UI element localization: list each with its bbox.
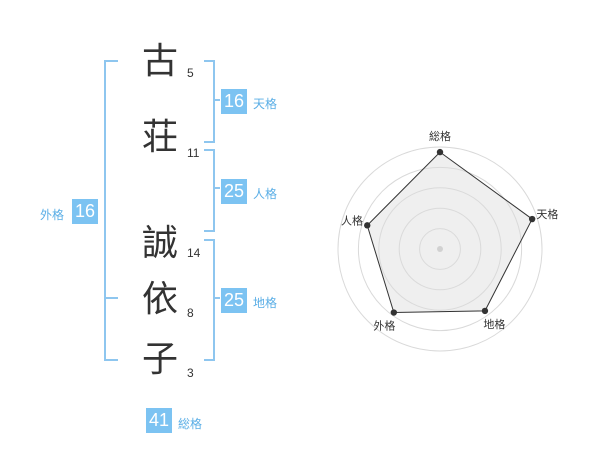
radar-axis-label: 総格	[429, 129, 451, 143]
chikaku-label: 地格	[253, 296, 278, 310]
soukaku-label: 総格	[178, 417, 203, 431]
radar-point	[481, 307, 489, 315]
radar-ring	[398, 207, 482, 291]
radar-ring	[357, 166, 523, 332]
radar-ring	[378, 187, 502, 311]
name-char-4: 依	[141, 279, 178, 320]
tenkaku-bracket	[204, 60, 215, 143]
name-char-5: 子	[141, 339, 178, 380]
tenkaku-connector	[213, 99, 220, 101]
radar-axis-label: 外格	[373, 318, 395, 332]
radar-point	[436, 148, 444, 156]
tenkaku-label: 天格	[253, 97, 278, 111]
jinkaku-value: 25	[221, 179, 247, 204]
stroke-count-3: 14	[187, 246, 201, 260]
radar-ring	[337, 146, 543, 352]
jinkaku-bracket	[204, 149, 215, 232]
stroke-count-2: 11	[187, 146, 200, 160]
chikaku-connector	[213, 297, 220, 299]
radar-axis-label: 地格	[483, 317, 505, 331]
name-char-1: 古	[141, 41, 178, 82]
stroke-count-4: 8	[187, 306, 194, 320]
radar-point	[364, 222, 371, 229]
jinkaku-connector	[213, 187, 220, 189]
gaikaku-bracket	[104, 60, 118, 361]
jinkaku-label: 人格	[253, 187, 278, 201]
radar-axis-label: 天格	[536, 207, 558, 221]
soukaku-value: 41	[146, 408, 172, 433]
chikaku-bracket	[204, 239, 215, 361]
radar-axis-label: 人格	[341, 213, 363, 227]
gaikaku-label: 外格	[40, 208, 65, 222]
chikaku-value: 25	[221, 288, 247, 313]
radar-center	[437, 246, 443, 252]
name-char-2: 荘	[141, 117, 178, 158]
stroke-count-5: 3	[187, 366, 194, 380]
name-char-3: 誠	[141, 223, 178, 264]
stroke-count-1: 5	[187, 66, 194, 80]
gaikaku-bracket-tick	[106, 297, 118, 299]
tenkaku-value: 16	[221, 89, 247, 114]
radar-area	[366, 151, 533, 314]
radar-ring	[419, 228, 461, 270]
radar-point	[528, 215, 536, 223]
radar-point	[390, 309, 398, 316]
gaikaku-value: 16	[72, 199, 98, 224]
